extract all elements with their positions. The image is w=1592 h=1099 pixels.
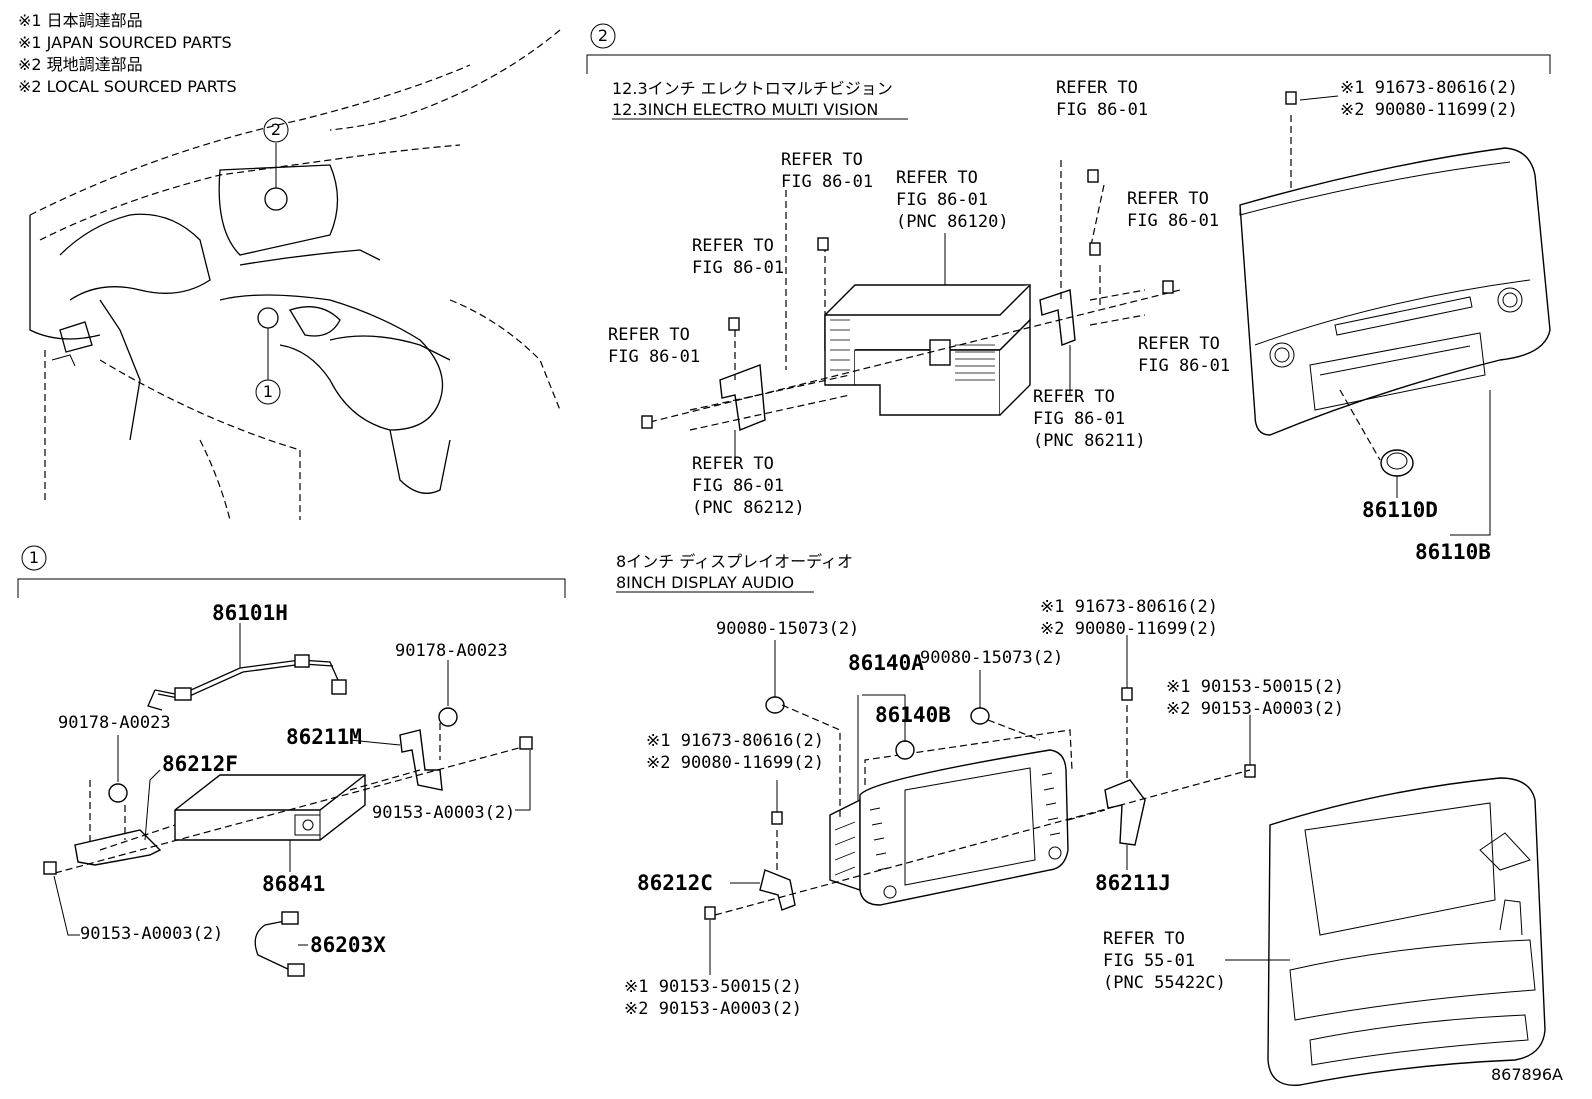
dashboard-overview-drawing: 2 1: [29, 29, 561, 521]
ref7-line1: REFER TO: [692, 454, 774, 474]
part-86211j: 86211J: [1095, 871, 1171, 895]
bolt-note-12-3-line1: ※1 91673-80616(2): [1340, 78, 1518, 98]
part-86841: 86841: [262, 872, 325, 896]
part-90153-a0003-left: 90153-A0003(2): [80, 924, 223, 944]
title-12-3-en: 12.3INCH ELECTRO MULTI VISION: [612, 100, 878, 119]
note-top-line1: ※1 91673-80616(2): [1040, 597, 1218, 617]
ref-fig55-line1: REFER TO: [1103, 929, 1185, 949]
bezel-panel-86110b-drawing: [1239, 91, 1551, 536]
bolt-note-12-3-line2: ※2 90080-11699(2): [1340, 100, 1518, 120]
part-90080-15073-right: 90080-15073(2): [920, 648, 1063, 668]
part-90178-a0023-upper: 90178-A0023: [395, 641, 508, 661]
part-86110b: 86110B: [1415, 540, 1491, 564]
marker-1-label: 1: [263, 382, 273, 401]
part-86101h: 86101H: [212, 601, 288, 625]
note-left-line1: ※1 91673-80616(2): [646, 731, 824, 751]
title-12-3-jp: 12.3インチ エレクトロマルチビジョン: [612, 79, 893, 98]
title-8-inch-en: 8INCH DISPLAY AUDIO: [616, 573, 794, 592]
display-audio-drawing: [704, 635, 1546, 1086]
ref8-line2: FIG 86-01: [1033, 409, 1125, 429]
part-86140a: 86140A: [848, 651, 924, 675]
note-bottom-line2: ※2 90153-A0003(2): [624, 999, 802, 1019]
note-left-line2: ※2 90080-11699(2): [646, 753, 824, 773]
section-2-header: 2: [586, 23, 1551, 74]
ref4-line2: FIG 86-01: [1056, 100, 1148, 120]
note-1-jp: ※1 日本調達部品: [18, 11, 143, 30]
ref4-line1: REFER TO: [1056, 78, 1138, 98]
multi-vision-unit-drawing: [641, 160, 1181, 460]
part-86110d: 86110D: [1362, 498, 1438, 522]
section-1-labels: 86101H 90178-A0023 90178-A0023 86211M 86…: [58, 601, 515, 957]
ref6-line2: FIG 86-01: [608, 347, 700, 367]
ref1-line2: FIG 86-01: [781, 172, 873, 192]
ref1-line1: REFER TO: [781, 150, 863, 170]
part-90178-a0023-lower: 90178-A0023: [58, 713, 171, 733]
section-1-marker: 1: [29, 548, 39, 567]
note-2-en: ※2 LOCAL SOURCED PARTS: [18, 77, 237, 96]
ref7-line2: FIG 86-01: [692, 476, 784, 496]
ref8-line1: REFER TO: [1033, 387, 1115, 407]
part-86212f: 86212F: [162, 752, 238, 776]
note-1-en: ※1 JAPAN SOURCED PARTS: [18, 33, 232, 52]
figure-id: 867896A: [1491, 1065, 1563, 1084]
ref-fig55-line2: FIG 55-01: [1103, 951, 1195, 971]
part-86203x: 86203X: [310, 933, 386, 957]
ref3-line2: FIG 86-01: [896, 190, 988, 210]
note-right-line1: ※1 90153-50015(2): [1166, 677, 1344, 697]
ref2-line1: REFER TO: [692, 236, 774, 256]
section-2-marker: 2: [598, 26, 608, 45]
ref6-line1: REFER TO: [608, 325, 690, 345]
part-90153-a0003-right: 90153-A0003(2): [372, 803, 515, 823]
title-8-inch-jp: 8インチ ディスプレイオーディオ: [616, 552, 853, 571]
note-top-line2: ※2 90080-11699(2): [1040, 619, 1218, 639]
note-2-jp: ※2 現地調達部品: [18, 55, 143, 74]
marker-2-label: 2: [271, 120, 281, 139]
ref-fig55-line3: (PNC 55422C): [1103, 973, 1226, 993]
part-86212c: 86212C: [637, 871, 713, 895]
section-1-drawing: [43, 623, 533, 977]
note-bottom-line1: ※1 90153-50015(2): [624, 977, 802, 997]
ref7-line3: (PNC 86212): [692, 498, 805, 518]
part-86211m: 86211M: [286, 725, 362, 749]
ref5-line2: FIG 86-01: [1127, 211, 1219, 231]
ref9-line1: REFER TO: [1138, 334, 1220, 354]
part-86140b: 86140B: [875, 703, 951, 727]
note-right-line2: ※2 90153-A0003(2): [1166, 699, 1344, 719]
ref9-line2: FIG 86-01: [1138, 356, 1230, 376]
display-audio-labels: 90080-15073(2) 86140A 90080-15073(2) 861…: [624, 597, 1344, 1019]
ref5-line1: REFER TO: [1127, 189, 1209, 209]
ref3-line3: (PNC 86120): [896, 212, 1009, 232]
section-1-header: 1: [17, 545, 566, 598]
ref3-line1: REFER TO: [896, 168, 978, 188]
sourcing-notes: ※1 日本調達部品 ※1 JAPAN SOURCED PARTS ※2 現地調達…: [18, 11, 237, 96]
ref8-line3: (PNC 86211): [1033, 431, 1146, 451]
part-90080-15073-left: 90080-15073(2): [716, 619, 859, 639]
refer-to-labels-12-3: REFER TO FIG 86-01 REFER TO FIG 86-01 RE…: [608, 78, 1230, 518]
ref2-line2: FIG 86-01: [692, 258, 784, 278]
